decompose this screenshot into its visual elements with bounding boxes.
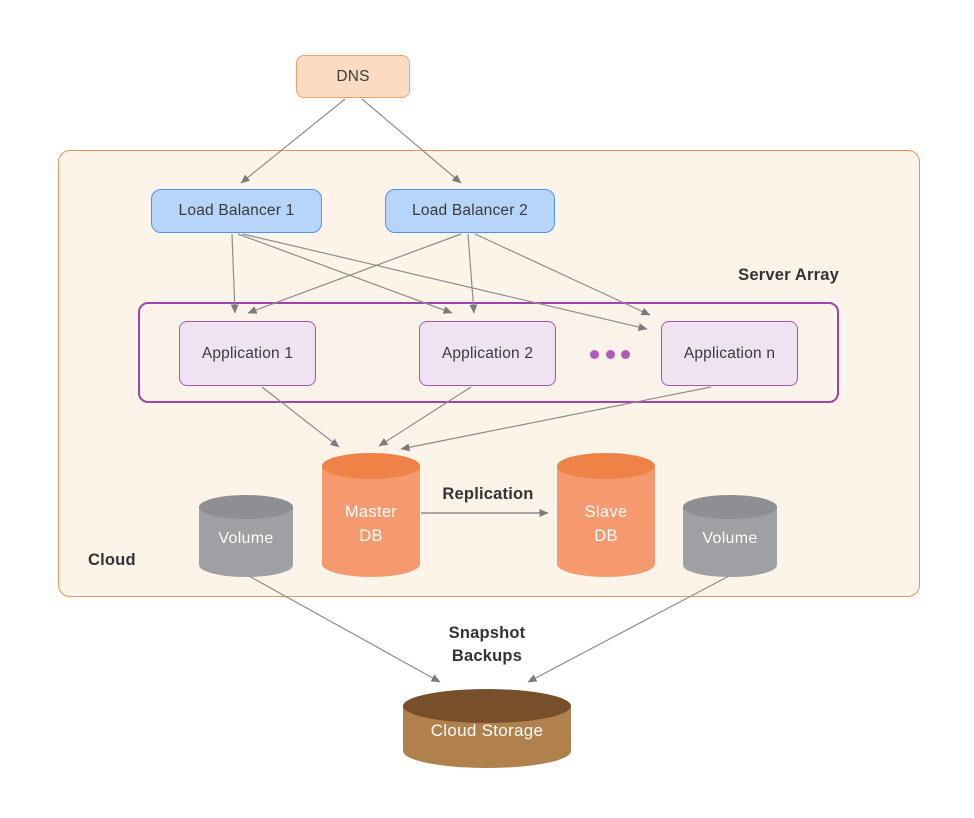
node-load-balancer-1-label: Load Balancer 1 [178,202,295,219]
node-load-balancer-2: Load Balancer 2 [385,189,555,233]
server-array-title: Server Array [738,266,839,284]
node-dns-label: DNS [336,67,370,85]
node-cloud-storage-label: Cloud Storage [430,721,544,740]
master-db-line1: Master [344,503,398,521]
cloud-title: Cloud [88,551,136,569]
node-load-balancer-2-label: Load Balancer 2 [412,202,528,219]
node-application-n: Application n [661,321,798,386]
node-slave-db-label: Slave DB [557,500,655,548]
snapshot-backups-annotation: Snapshot Backups [397,622,577,668]
ellipsis-icon [590,349,630,359]
slave-db-line2: DB [594,527,618,545]
node-load-balancer-1: Load Balancer 1 [151,189,322,233]
node-volume-left-label: Volume [218,530,274,547]
node-application-2: Application 2 [419,321,556,386]
node-application-2-label: Application 2 [441,344,534,362]
node-volume-right-label: Volume [702,530,758,547]
node-master-db-label: Master DB [322,500,420,548]
node-application-1: Application 1 [179,321,316,386]
slave-db-line1: Slave [584,503,628,521]
snapshot-backups-line1: Snapshot [448,624,526,642]
node-dns: DNS [296,55,410,98]
replication-annotation: Replication [442,485,534,503]
node-application-n-label: Application n [683,344,776,362]
node-application-1-label: Application 1 [201,344,294,362]
snapshot-backups-line2: Backups [451,647,523,665]
master-db-line2: DB [359,527,383,545]
